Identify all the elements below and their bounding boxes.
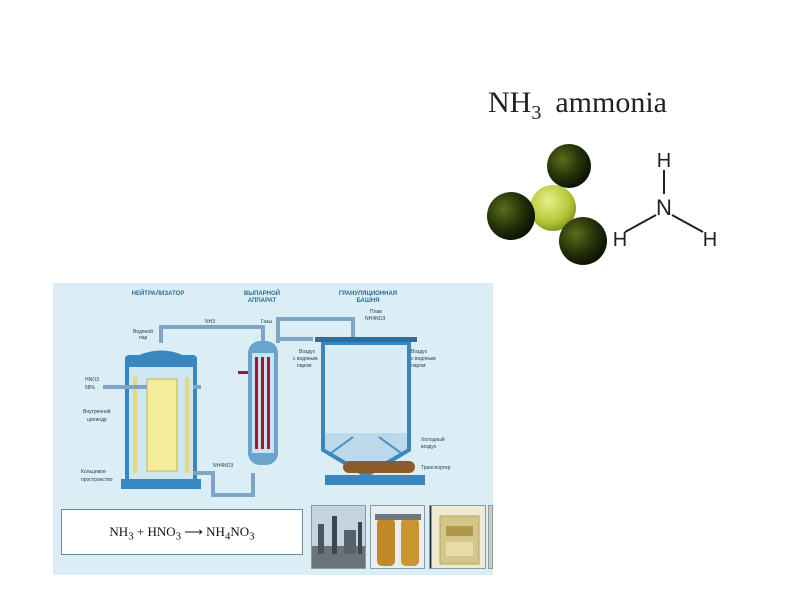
atom-h-right-label: H (703, 229, 717, 251)
granulation-tower (315, 337, 425, 485)
evaporator-heading-line1: ВЫПАРНОЙ (244, 289, 280, 297)
label-air-left-1: Воздух (299, 349, 316, 355)
factory-photo (311, 505, 366, 569)
fertilizer-bag-photo (488, 505, 493, 569)
label-hno3-pct: 58% (85, 385, 96, 391)
label-gases: Газы (261, 319, 272, 325)
nitrogen-atom-ball (530, 185, 576, 231)
neutralizer-vessel (121, 350, 201, 489)
plant-schematic: НЕЙТРАЛИЗАТОР ВЫПАРНОЙ АППАРАТ ГРАНУЛЯЦИ… (81, 289, 451, 497)
evaporator-heading-line2: АППАРАТ (248, 298, 277, 304)
label-air-right-1: Воздух (411, 349, 428, 355)
atom-h-left-label: H (613, 229, 627, 251)
reaction-equation: NH3 + HNO3 ⟶ NH4NO3 (109, 524, 255, 543)
label-steam-1: Водяной (133, 328, 153, 335)
hydrogen-atom-ball-top (547, 144, 591, 188)
label-melt-2: NH4NO3 (365, 316, 386, 322)
label-inner-cylinder-1: Внутренний (83, 408, 111, 415)
hydrogen-atom-ball-left (487, 192, 535, 240)
evaporator-column (238, 341, 278, 465)
molecule-title: NH3 ammonia (488, 86, 667, 125)
label-hno3: HNO3 (85, 377, 99, 383)
label-melt-1: Плав (370, 309, 382, 315)
molecule-formula: NH3 (488, 86, 542, 124)
ammonia-molecule-diagram: H N H H (487, 144, 717, 265)
label-cold-air-1: Холодный (421, 436, 445, 443)
tower-heading-line2: БАШНЯ (356, 298, 379, 304)
neutralizer-heading: НЕЙТРАЛИЗАТОР (132, 289, 185, 297)
label-air-right-2: с водяным (411, 356, 436, 362)
atom-n-label: N (656, 195, 672, 220)
fertilizer-bag-thumbnail (431, 505, 486, 569)
process-piping (103, 317, 355, 497)
label-conveyor: Транспортер (421, 465, 451, 471)
label-air-right-3: паром (411, 363, 426, 369)
plant-labels: Водяной пар NH3 HNO3 58% Внутренний цили… (81, 309, 451, 483)
label-inner-cylinder-2: цилиндр (87, 417, 107, 423)
bond-n-h-right (671, 214, 704, 233)
bond-n-h-left (624, 214, 657, 233)
label-ring-space-2: пространство (81, 477, 113, 483)
atom-h-top-label: H (657, 150, 671, 172)
label-nh3-top: NH3 (205, 319, 215, 325)
hydrogen-atom-ball-right (559, 217, 607, 265)
label-cold-air-2: воздух (421, 444, 437, 450)
label-nh4no3-flow: NH4NO3 (213, 463, 234, 469)
label-air-left-2: с водяным (293, 356, 318, 362)
reaction-equation-box: NH3 + HNO3 ⟶ NH4NO3 (61, 509, 303, 555)
storage-tanks-photo (370, 505, 425, 569)
label-steam-2: пар (139, 335, 147, 341)
molecule-name: ammonia (555, 86, 667, 119)
label-ring-space-1: Кольцевое (81, 469, 106, 475)
tower-heading-line1: ГРАНУЛЯЦИОННАЯ (339, 291, 397, 297)
ammonium-nitrate-plant-diagram: НЕЙТРАЛИЗАТОР ВЫПАРНОЙ АППАРАТ ГРАНУЛЯЦИ… (53, 283, 493, 575)
label-air-left-3: паром (297, 363, 312, 369)
